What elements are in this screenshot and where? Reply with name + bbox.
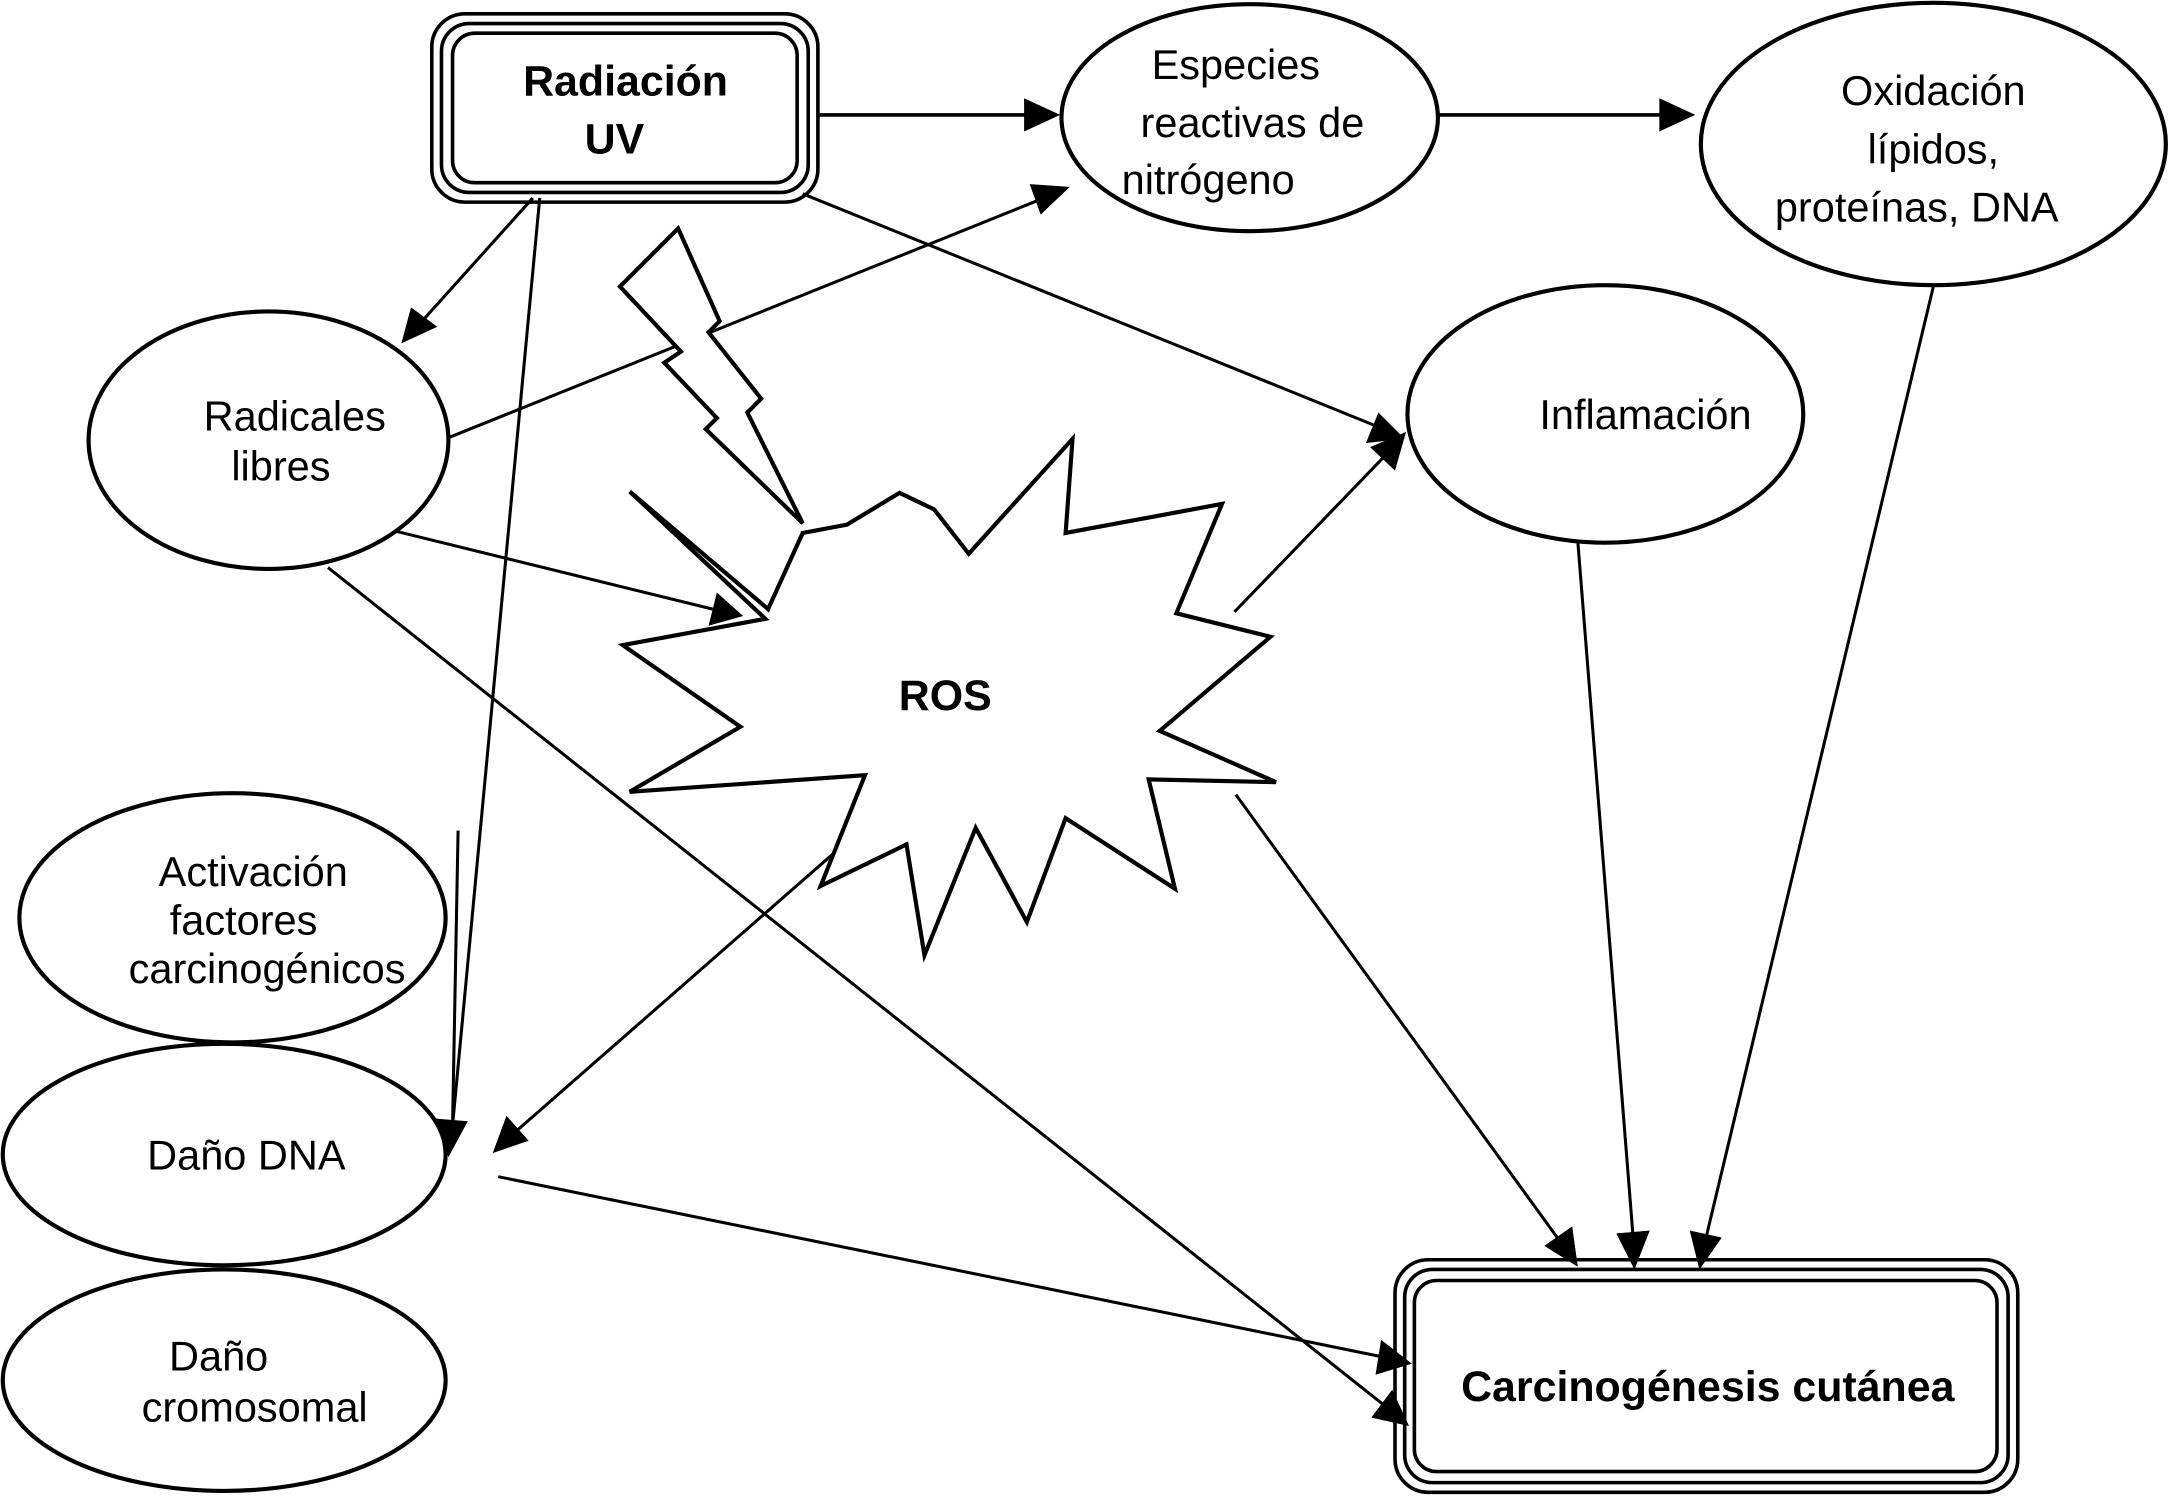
arrowhead — [1371, 1389, 1409, 1426]
radiacion-uv-node[interactable]: Radiación UV — [429, 12, 820, 204]
lightning-bolt-icon — [617, 224, 805, 525]
especies-label-line2: reactivas de — [1141, 99, 1365, 146]
edge-uv-to-dano-dna — [451, 197, 542, 1126]
outer-frame — [1393, 1257, 2020, 1495]
dano-cromosomal-label-line1: Daño — [169, 1332, 268, 1379]
edge-radicales-to-especies — [445, 197, 1042, 441]
radiacion-uv-label-line1: Radiación — [523, 58, 728, 106]
arrowhead — [1024, 98, 1061, 132]
dano-dna-ellipse — [0, 1041, 448, 1268]
dano-dna-label: Daño DNA — [147, 1132, 346, 1179]
oxidacion-node[interactable]: Oxidación lípidos, proteínas, DNA — [1698, 0, 2168, 288]
especies-label-line3: nitrógeno — [1122, 156, 1295, 203]
inflamacion-node[interactable]: Inflamación — [1405, 283, 1806, 545]
inflamacion-ellipse — [1405, 283, 1806, 545]
edge-inflamacion-to-carcinogenesis — [1576, 539, 1635, 1237]
edge-oxidacion-to-carcinogenesis — [1704, 286, 1935, 1237]
arrowhead — [1370, 431, 1407, 471]
ros-starburst-shape — [617, 432, 1277, 963]
oxidacion-ellipse — [1698, 0, 2168, 288]
arrowhead — [1544, 1226, 1578, 1267]
radicales-libres-node[interactable]: Radicales libres — [86, 309, 451, 572]
inner-frame — [450, 31, 799, 185]
oxidacion-label-line1: Oxidación — [1841, 67, 2026, 114]
outer-frame — [429, 12, 820, 204]
edge-radicales-to-carcinogenesis — [327, 566, 1385, 1407]
oxidacion-label-line2: lípidos, — [1868, 125, 2000, 172]
inner-frame — [1412, 1278, 1999, 1474]
arrowhead — [1365, 412, 1405, 443]
dano-cromosomal-ellipse — [0, 1267, 448, 1494]
inflamacion-label: Inflamación — [1539, 391, 1751, 438]
radiacion-uv-label-line2: UV — [585, 116, 645, 164]
carcinogenesis-label: Carcinogénesis cutánea — [1461, 1363, 1956, 1411]
oxidacion-label-line3: proteínas, DNA — [1775, 183, 2059, 230]
arrowhead — [1375, 1340, 1412, 1375]
arrowhead — [1029, 184, 1070, 215]
radicales-label-line2: libres — [231, 442, 330, 489]
edge-ros-to-carcinogenesis — [1234, 793, 1560, 1240]
middle-frame — [439, 21, 811, 195]
ros-label: ROS — [899, 672, 992, 720]
especies-reactivas-node[interactable]: Especies reactivas de nitrógeno — [1059, 2, 1440, 234]
dano-cromosomal-label-line2: cromosomal — [142, 1384, 368, 1431]
radicales-label-line1: Radicales — [204, 393, 386, 440]
especies-label-line1: Especies — [1152, 41, 1320, 88]
edge-ros-to-dano-dna — [513, 840, 848, 1134]
radicales-ellipse — [86, 309, 451, 572]
arrowhead — [708, 592, 744, 626]
arrowhead — [1659, 98, 1696, 132]
dano-dna-node[interactable]: Daño DNA — [0, 1041, 448, 1268]
arrowhead — [1689, 1230, 1722, 1270]
arrowhead — [492, 1115, 529, 1154]
arrowhead — [1616, 1230, 1650, 1270]
carcinogenesis-node[interactable]: Carcinogénesis cutánea — [1393, 1257, 2020, 1495]
middle-frame — [1402, 1267, 2010, 1485]
dano-cromosomal-node[interactable]: Daño cromosomal — [0, 1267, 448, 1494]
edge-uv-to-dano-dna-overlay — [451, 830, 460, 1126]
edge-radicales-to-ros — [396, 530, 714, 611]
activacion-label-line1: Activación — [159, 848, 348, 895]
activacion-label-line2: factores — [170, 896, 318, 943]
ros-node[interactable]: ROS — [617, 432, 1277, 963]
edge-uv-to-inflamacion — [802, 192, 1378, 428]
activacion-factores-node[interactable]: Activación factores carcinogénicos — [17, 791, 448, 1045]
activacion-label-line3: carcinogénicos — [129, 945, 406, 992]
edge-uv-to-radicales — [420, 196, 534, 323]
edge-dano-dna-to-carcinogenesis — [497, 1175, 1382, 1359]
edge-ros-to-inflamacion — [1233, 453, 1388, 613]
especies-ellipse — [1059, 2, 1440, 234]
arrowhead — [434, 1118, 468, 1158]
arrowhead — [401, 307, 438, 344]
